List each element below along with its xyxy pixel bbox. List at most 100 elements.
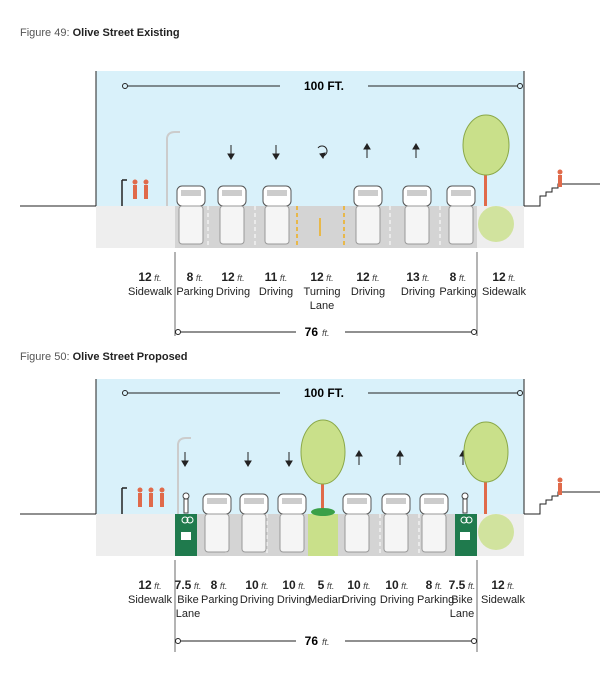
- total-width-dimension: 100 FT.: [122, 386, 523, 400]
- segment-label: 8 ft. Parking: [175, 270, 215, 299]
- segment-label: 8 ft. Parking: [438, 270, 478, 299]
- segment-name: Parking: [439, 286, 477, 298]
- segment-width-unit: ft.: [456, 273, 467, 283]
- segment-name: Driving: [258, 286, 294, 298]
- roadway-width-value: 76: [305, 634, 319, 648]
- roadway-width-unit: ft.: [322, 328, 330, 338]
- roadway: [175, 514, 477, 556]
- segment-label: 12 ft. Sidewalk: [125, 578, 175, 607]
- car-icon: [176, 185, 206, 245]
- segment-label: 12 ft. Sidewalk: [124, 270, 176, 299]
- segment-width-unit: ft.: [295, 581, 306, 591]
- segment-width-unit: ft.: [323, 273, 334, 283]
- figure-prefix: Figure 49:: [20, 27, 73, 39]
- total-width-label: 100 FT.: [304, 386, 344, 400]
- segment-name: Sidewalk: [481, 286, 527, 298]
- car-icon: [239, 493, 269, 553]
- car-icon: [277, 493, 307, 553]
- segment-width-value: 12: [138, 578, 152, 592]
- car-icon: [381, 493, 411, 553]
- pedestrians-icon: [137, 477, 563, 507]
- segment-width-value: 8: [210, 578, 218, 592]
- figure-49-title: Figure 49: Olive Street Existing: [20, 27, 180, 39]
- segment-width-value: 10: [245, 578, 259, 592]
- segment-width-unit: ft.: [324, 581, 335, 591]
- segment-name: Bike Lane: [449, 594, 475, 620]
- segment-width-value: 12: [138, 270, 152, 284]
- segment-width-value: 7.5: [448, 578, 466, 592]
- segment-name: Parking: [201, 594, 239, 606]
- segment-label: 10 ft. Driving: [275, 578, 313, 607]
- roadway-width-value: 76: [305, 325, 319, 339]
- tree-icon: [463, 421, 514, 550]
- segment-label: 12 ft.Sidewalk: [478, 270, 530, 299]
- segment-width-value: 10: [347, 578, 361, 592]
- street-light: [177, 437, 191, 514]
- segment-width-unit: ft.: [191, 581, 202, 591]
- segment-width-value: 12: [491, 578, 505, 592]
- figure-50-title: Figure 50: Olive Street Proposed: [20, 351, 188, 363]
- segment-width-unit: ft.: [504, 581, 515, 591]
- segment-label: 12 ft.Driving: [211, 270, 255, 299]
- segment-label: 10 ft.Driving: [238, 578, 276, 607]
- roadway-width-dimension: 76 ft.: [174, 252, 478, 339]
- segment-width-value: 10: [282, 578, 296, 592]
- segment-label: 12 ft.Driving: [346, 270, 390, 299]
- segment-label: 10 ft.Driving: [340, 578, 378, 607]
- segment-width-unit: ft.: [432, 581, 443, 591]
- figure-prefix: Figure 50:: [20, 351, 73, 363]
- segment-label: 13 ft.Driving: [395, 270, 441, 299]
- segment-width-unit: ft.: [360, 581, 371, 591]
- segment-name: Driving: [276, 594, 312, 606]
- segment-label: 8 ft. Parking: [417, 578, 455, 607]
- segment-width-value: 8: [186, 270, 194, 284]
- figure-title-text: Olive Street Proposed: [72, 351, 188, 363]
- segment-label: 5 ft. Median: [307, 578, 345, 607]
- segment-width-unit: ft.: [419, 273, 430, 283]
- bicycle-icon: [181, 492, 473, 540]
- segment-name: Sidewalk: [127, 594, 173, 606]
- segment-width-value: 11: [264, 270, 278, 284]
- segment-width-unit: ft.: [151, 273, 162, 283]
- segment-width-unit: ft.: [151, 581, 162, 591]
- segment-width-unit: ft.: [277, 273, 288, 283]
- street-light: [166, 131, 180, 206]
- segment-width-unit: ft.: [217, 581, 228, 591]
- segment-name: Sidewalk: [127, 286, 173, 298]
- car-icon: [217, 185, 247, 245]
- total-width-label: 100 FT.: [304, 79, 344, 93]
- car-icon: [202, 493, 232, 553]
- segment-width-unit: ft.: [193, 273, 204, 283]
- segment-width-value: 10: [385, 578, 399, 592]
- segment-width-value: 5: [317, 578, 325, 592]
- car-icon: [353, 185, 383, 245]
- segment-name: Median: [307, 594, 345, 606]
- segment-width-value: 8: [425, 578, 433, 592]
- segment-label: 8 ft. Parking: [201, 578, 239, 607]
- car-icon: [262, 185, 292, 245]
- segment-width-value: 8: [449, 270, 457, 284]
- stairs: [524, 491, 600, 515]
- direction-arrows: [181, 450, 467, 467]
- segment-width-unit: ft.: [258, 581, 269, 591]
- segment-label: 7.5 ft. Bike Lane: [446, 578, 478, 621]
- segment-name: Parking: [417, 594, 455, 606]
- tree-icon: [300, 419, 346, 516]
- segment-width-unit: ft.: [465, 581, 476, 591]
- segment-label: 7.5 ft.Bike Lane: [171, 578, 205, 621]
- segment-name: Driving: [350, 286, 386, 298]
- segment-name: Parking: [176, 286, 214, 298]
- segment-label: 12 ft.Turning Lane: [298, 270, 346, 313]
- roadway-width-unit: ft.: [322, 637, 330, 647]
- segment-name: Driving: [379, 594, 415, 606]
- pedestrians-icon: [132, 169, 563, 199]
- direction-arrows: [227, 143, 420, 160]
- segment-width-value: 7.5: [174, 578, 192, 592]
- segment-name: Sidewalk: [480, 594, 526, 606]
- segment-width-value: 12: [221, 270, 235, 284]
- segment-width-value: 12: [492, 270, 506, 284]
- segment-width-value: 13: [406, 270, 420, 284]
- segment-label: 10 ft. Driving: [378, 578, 416, 607]
- segment-width-unit: ft.: [398, 581, 409, 591]
- segment-width-value: 12: [356, 270, 370, 284]
